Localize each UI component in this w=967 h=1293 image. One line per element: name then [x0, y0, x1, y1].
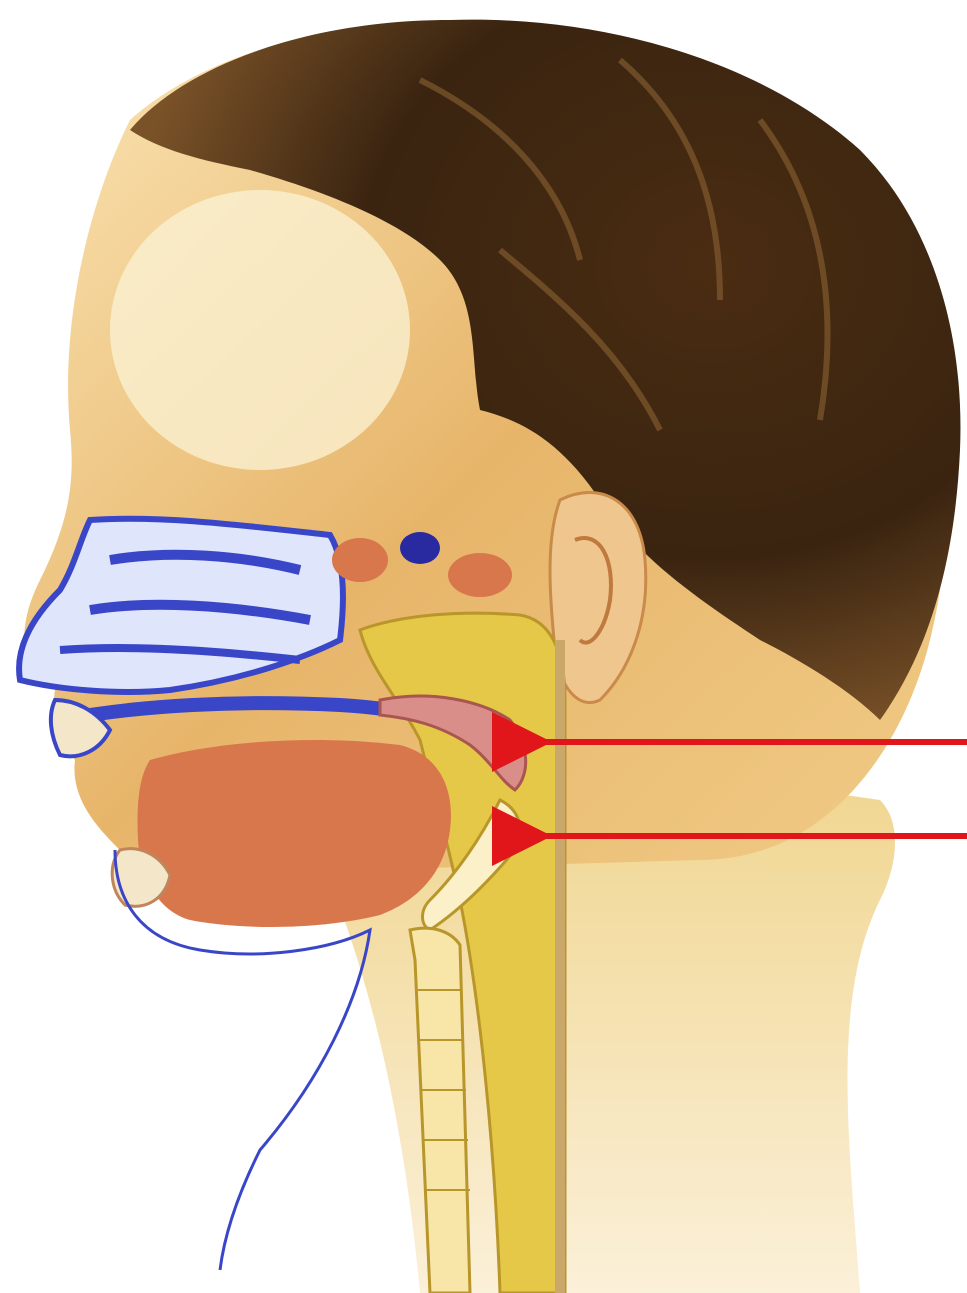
forehead-highlight	[110, 190, 410, 470]
sinus-dark	[400, 532, 440, 564]
sinus-right	[448, 553, 512, 597]
tongue	[138, 740, 451, 927]
sinus-left	[332, 538, 388, 582]
